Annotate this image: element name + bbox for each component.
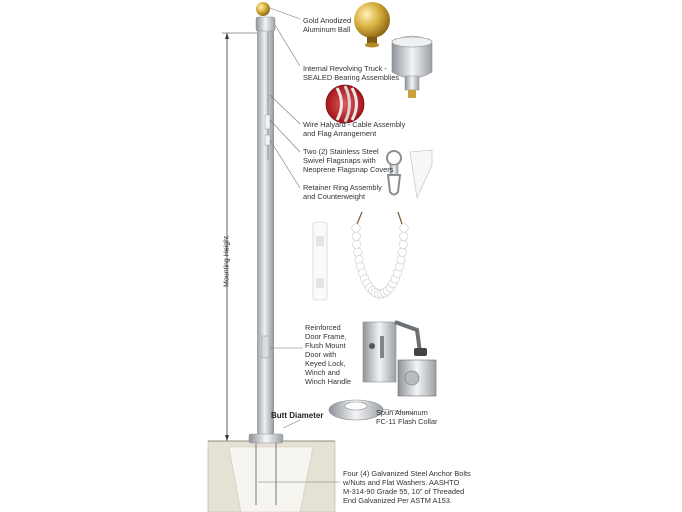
flagsnaps-label: Two (2) Stainless Steel Swivel Flagsnaps…	[303, 147, 394, 174]
wire-halyard-product	[325, 84, 365, 124]
counterweight-bead	[353, 247, 363, 257]
flagpole-shaft	[257, 30, 274, 442]
gold-ball-label: Gold Anodized Aluminum Ball	[303, 16, 352, 34]
winch-product	[394, 320, 437, 397]
retainer-ring-product	[312, 221, 328, 301]
truck-product	[391, 35, 433, 98]
counterweight-bead	[398, 239, 408, 249]
wire-halyard-label: Wire Halyard - Cable Assembly and Flag A…	[303, 120, 406, 138]
counterweight-beads	[351, 211, 409, 299]
finial-ball	[256, 2, 270, 16]
door-frame-product	[362, 321, 397, 383]
pole-truck	[255, 16, 276, 32]
butt-diameter-label: Butt Diameter	[271, 411, 324, 420]
anchor-bolts-label: Four (4) Galvanized Steel Anchor Bolts w…	[343, 469, 471, 505]
counterweight-bead	[399, 231, 409, 241]
gold-ball-product	[354, 2, 390, 48]
counterweight-bead	[351, 231, 361, 241]
counterweight-bead	[399, 223, 409, 233]
flagsnap-product	[386, 150, 402, 196]
mounting-height-label: Mounting Height	[223, 236, 231, 287]
anchor-bolts	[255, 437, 277, 505]
flash-collar-product	[328, 399, 384, 421]
counterweight-bead	[352, 239, 362, 249]
pole-door-frame	[261, 335, 270, 359]
concrete-foundation	[207, 440, 336, 512]
door-frame-label: Reinforced Door Frame, Flush Mount Door …	[305, 323, 352, 386]
counterweight-bead	[396, 255, 406, 265]
truck-label: Internal Revolving Truck - SEALED Bearin…	[303, 64, 400, 82]
pole-base-collar	[248, 433, 284, 444]
retainer-ring-label: Retainer Ring Assembly and Counterweight	[303, 183, 382, 201]
counterweight-bead	[397, 247, 407, 257]
flash-collar-label: Spun Aluminum FC-11 Flash Collar	[376, 408, 438, 426]
flagsnap-cover-product	[409, 149, 433, 200]
counterweight-bead	[351, 223, 361, 233]
